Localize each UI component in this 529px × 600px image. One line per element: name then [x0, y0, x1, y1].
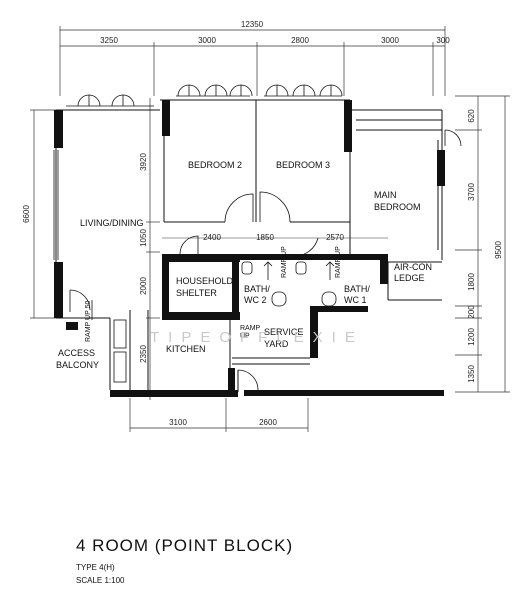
room-household-shelter: HOUSEHOLD [176, 276, 234, 286]
door-swings [69, 129, 462, 391]
room-bath-wc-2: BATH/ [244, 284, 270, 294]
dim-top-3: 2800 [291, 36, 309, 45]
room-bedroom-3: BEDROOM 3 [276, 160, 330, 170]
dim-right-3: 1800 [467, 273, 476, 291]
ramp-arrows [91, 261, 335, 320]
dim-mid-2: 1850 [256, 233, 274, 242]
label-up-yard: UP [240, 333, 250, 340]
dim-left-inner-4: 2350 [139, 345, 148, 363]
room-service-yard-2: YARD [264, 339, 289, 349]
room-bath-wc-2b: WC 2 [244, 295, 267, 305]
dim-overall-width: 12350 [241, 20, 264, 29]
label-ramp-yard: RAMP [240, 325, 261, 332]
watermark: TIPEOFFLEXIE [150, 329, 364, 346]
room-main-bedroom-2: BEDROOM [374, 202, 421, 212]
label-ramp-up-bath1: RAMP UP [335, 246, 342, 278]
dim-right-5: 1200 [467, 328, 476, 346]
dim-right-4: 200 [467, 305, 476, 319]
window-swings [77, 84, 343, 107]
windows [53, 95, 342, 260]
room-main-bedroom: MAIN [374, 190, 397, 200]
fixtures [113, 261, 337, 383]
room-aircon-ledge-2: LEDGE [394, 273, 425, 283]
dim-mid-1: 2400 [203, 233, 221, 242]
dim-right-1: 620 [467, 109, 476, 123]
dim-right-2: 3700 [467, 183, 476, 201]
dim-top-4: 3000 [381, 36, 399, 45]
room-bath-wc-1b: WC 1 [344, 295, 367, 305]
dim-left-height: 6600 [22, 205, 31, 223]
room-living-dining: LIVING/DINING [80, 218, 144, 228]
dim-left-inner-1: 3920 [139, 153, 148, 171]
bottom-dimensions [129, 398, 309, 432]
dim-top-2: 3000 [198, 36, 216, 45]
room-bedroom-2: BEDROOM 2 [188, 160, 242, 170]
plan-title: 4 ROOM (POINT BLOCK) [76, 536, 294, 555]
floor-plan: 12350 3250 3000 2800 3000 300 6600 3920 … [22, 20, 510, 432]
label-ramp-up-balcony: RAMP UP 50 [85, 301, 92, 342]
plan-type: TYPE 4(H) [76, 563, 115, 572]
room-bath-wc-1: BATH/ [344, 284, 370, 294]
top-dimensions [59, 26, 446, 96]
dim-mid-3: 2570 [326, 233, 344, 242]
left-dimensions [30, 98, 160, 400]
room-access-balcony: ACCESS [58, 348, 95, 358]
dim-top-5: 300 [436, 36, 450, 45]
dim-bottom-2: 2600 [259, 418, 277, 427]
right-dimensions [455, 95, 510, 393]
dim-top-1: 3250 [100, 36, 118, 45]
dim-right-6: 1350 [467, 365, 476, 383]
dim-bottom-1: 3100 [169, 418, 187, 427]
room-aircon-ledge: AIR-CON [394, 262, 432, 272]
room-access-balcony-2: BALCONY [56, 360, 99, 370]
label-ramp-up-bath2: RAMP UP [281, 246, 288, 278]
plan-scale: SCALE 1:100 [76, 576, 125, 585]
dim-right-total: 9500 [494, 241, 503, 259]
dim-left-inner-2: 1050 [139, 229, 148, 247]
room-household-shelter-2: SHELTER [176, 288, 217, 298]
room-service-yard: SERVICE [264, 327, 303, 337]
thick-walls [54, 100, 445, 397]
room-kitchen: KITCHEN [166, 344, 206, 354]
dim-left-inner-3: 2000 [139, 277, 148, 295]
